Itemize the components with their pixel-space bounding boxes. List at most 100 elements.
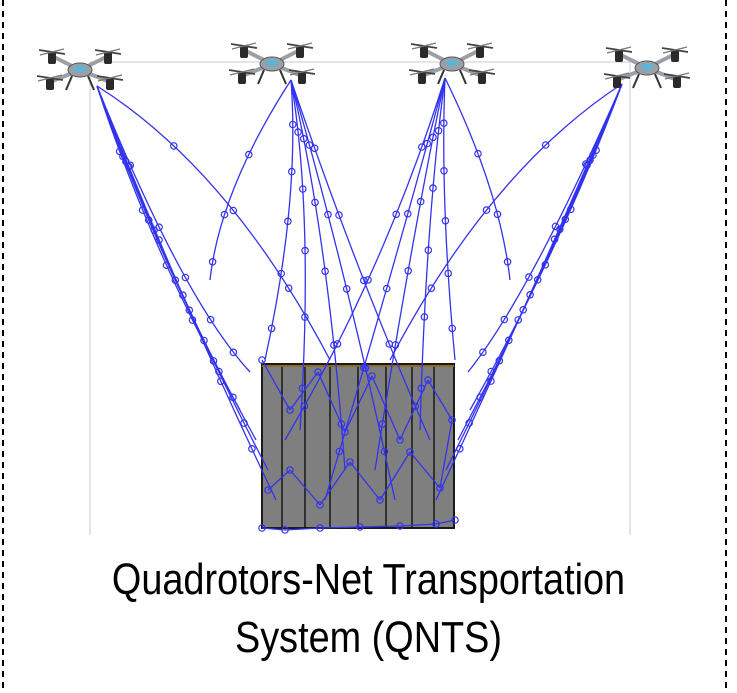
net-node	[284, 284, 293, 293]
net-cable	[359, 525, 401, 528]
net-node	[404, 266, 413, 275]
net-node	[368, 372, 376, 380]
net-node	[305, 141, 314, 149]
drone-leg	[257, 69, 265, 85]
net-node	[316, 524, 324, 532]
net-node	[391, 341, 400, 349]
net-node	[240, 419, 248, 427]
drone-propeller	[37, 74, 63, 82]
net-node	[503, 257, 512, 266]
plot-frame	[89, 61, 631, 535]
net-node	[378, 420, 387, 428]
quadrotor-icon	[408, 42, 496, 85]
net-node	[301, 246, 309, 255]
drone-motor	[48, 52, 56, 64]
net-node	[298, 384, 307, 393]
net-node	[215, 367, 223, 376]
quadrotor-icon	[603, 46, 691, 89]
net-node	[424, 376, 432, 384]
drone-propeller	[97, 74, 123, 82]
drone-propeller	[411, 42, 437, 50]
net-node	[396, 436, 404, 444]
net-node	[341, 428, 349, 436]
net-node	[432, 520, 440, 528]
net-cable	[284, 77, 446, 441]
net-node	[294, 128, 302, 136]
net-node	[482, 206, 491, 214]
net-cable	[444, 77, 511, 281]
drone-motor	[238, 72, 246, 84]
net-node	[364, 276, 372, 284]
net-cable	[267, 469, 291, 491]
net-node	[229, 348, 238, 357]
drone-propeller	[664, 72, 690, 80]
drone-leg	[459, 69, 467, 85]
net-node	[314, 368, 322, 376]
net-node	[333, 340, 342, 348]
net-node	[229, 206, 238, 215]
net-node	[298, 185, 307, 193]
net-node	[335, 211, 343, 219]
drone-motor	[673, 76, 681, 88]
net-node	[424, 246, 433, 255]
drone-leg	[437, 69, 445, 85]
net-node	[264, 486, 272, 494]
payload-box	[261, 363, 455, 529]
drone-motor	[615, 50, 623, 62]
net-node	[533, 275, 542, 284]
drone-canopy	[266, 59, 278, 67]
drone-leg	[654, 73, 662, 89]
drone-propeller	[469, 68, 495, 76]
net-node	[561, 215, 570, 224]
net-node	[429, 184, 437, 192]
net-node	[258, 524, 266, 532]
net-cable	[96, 85, 331, 361]
net-cable	[467, 83, 623, 373]
net-node	[541, 141, 550, 149]
net-node	[209, 357, 218, 365]
net-cable	[371, 375, 401, 441]
quadrotor-icon	[228, 42, 316, 85]
net-cable	[290, 79, 306, 431]
net-node	[376, 496, 384, 504]
net-node	[417, 143, 426, 151]
net-node	[581, 160, 590, 168]
net-node	[455, 444, 464, 453]
drone-propeller	[289, 68, 315, 76]
net-node	[525, 273, 533, 281]
net-node	[258, 356, 266, 364]
net-node	[321, 267, 329, 276]
net-node	[356, 523, 364, 531]
net-node	[162, 261, 171, 270]
net-cable	[96, 85, 257, 441]
net-cable	[319, 461, 351, 506]
net-node	[125, 162, 133, 171]
net-node	[126, 161, 135, 170]
net-node	[476, 393, 485, 402]
net-node	[514, 316, 523, 324]
net-node	[342, 285, 351, 293]
net-cable	[96, 85, 241, 411]
net-cables	[96, 77, 623, 531]
drone-propeller	[229, 68, 255, 76]
net-node	[487, 367, 496, 376]
net-node	[504, 336, 513, 345]
net-node	[416, 197, 425, 206]
net-node	[551, 222, 560, 231]
net-cable	[374, 77, 446, 471]
net-node	[439, 119, 448, 128]
net-node	[299, 134, 308, 143]
net-node	[423, 139, 432, 148]
net-node	[185, 306, 194, 315]
net-cable	[96, 85, 251, 373]
net-node	[550, 235, 559, 244]
net-cable	[439, 419, 453, 489]
drone-canopy	[446, 59, 458, 67]
net-node	[411, 402, 420, 411]
net-cable	[96, 85, 277, 501]
net-cable	[290, 79, 346, 471]
net-node	[441, 217, 450, 225]
net-node	[155, 236, 163, 244]
net-node	[434, 126, 443, 135]
